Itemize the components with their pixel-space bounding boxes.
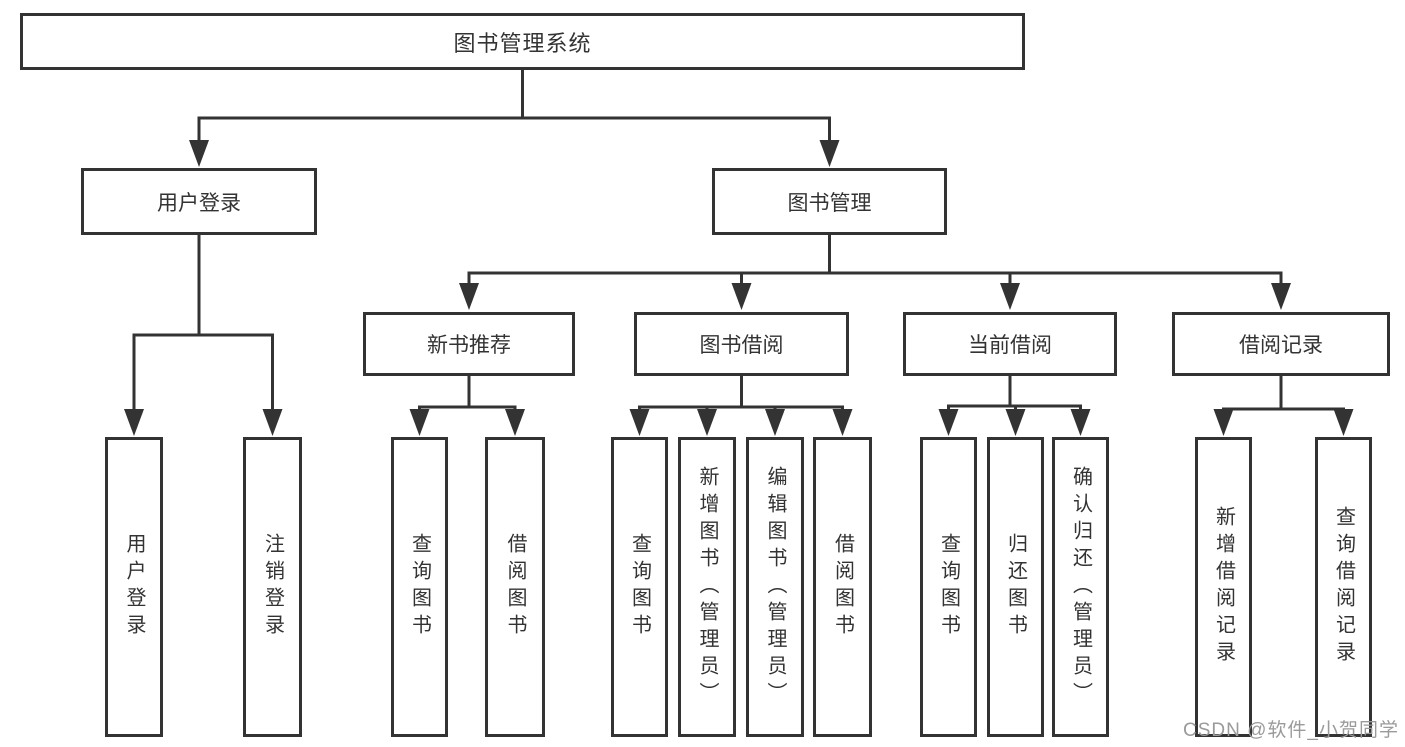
edge-new-book-to-leaves [409, 376, 525, 436]
node-book-management: 图书管理 [712, 168, 947, 235]
node-current-borrowing: 当前借阅 [903, 312, 1117, 376]
leaf-edit-book-admin: 编辑图书（管理员） [746, 437, 804, 737]
leaf-confirm-return-admin: 确认归还（管理员） [1052, 437, 1109, 737]
leaf-query-books-borrowing: 查询图书 [611, 437, 668, 737]
node-user-login-label: 用户登录 [157, 191, 241, 215]
node-new-book-recommend: 新书推荐 [363, 312, 575, 376]
leaf-return-books: 归还图书 [987, 437, 1044, 737]
node-borrowing-records-label: 借阅记录 [1239, 334, 1323, 357]
leaf-query-books-current: 查询图书 [920, 437, 977, 737]
node-book-borrowing: 图书借阅 [634, 312, 849, 376]
edge-book-borrowing-to-leaves [629, 376, 853, 436]
leaf-add-borrow-record: 新增借阅记录 [1195, 437, 1252, 737]
leaf-borrow-books: 借阅图书 [813, 437, 872, 737]
node-new-book-recommend-label: 新书推荐 [427, 334, 511, 357]
node-current-borrowing-label: 当前借阅 [968, 334, 1052, 357]
edge-book-management-to-level3 [459, 235, 1291, 310]
edge-borrowing-records-to-leaves [1213, 376, 1354, 436]
node-book-management-label: 图书管理 [787, 191, 872, 215]
leaf-logout: 注销登录 [243, 437, 302, 737]
node-borrowing-records: 借阅记录 [1172, 312, 1390, 376]
edge-user-login-to-leaves [124, 235, 283, 436]
leaf-query-borrow-record: 查询借阅记录 [1315, 437, 1372, 737]
leaf-add-book-admin: 新增图书（管理员） [678, 437, 736, 737]
csdn-watermark: CSDN @软件_小贺同学 [1183, 720, 1399, 741]
leaf-user-login: 用户登录 [105, 437, 163, 737]
node-book-borrowing-label: 图书借阅 [699, 334, 784, 357]
edge-current-borrowing-to-leaves [938, 376, 1091, 436]
leaf-borrow-books-recommend: 借阅图书 [485, 437, 545, 737]
node-user-login: 用户登录 [81, 168, 317, 235]
edge-root-to-level2 [189, 70, 840, 167]
node-root: 图书管理系统 [20, 13, 1025, 70]
leaf-query-books-recommend: 查询图书 [391, 437, 448, 737]
node-root-label: 图书管理系统 [453, 30, 592, 56]
